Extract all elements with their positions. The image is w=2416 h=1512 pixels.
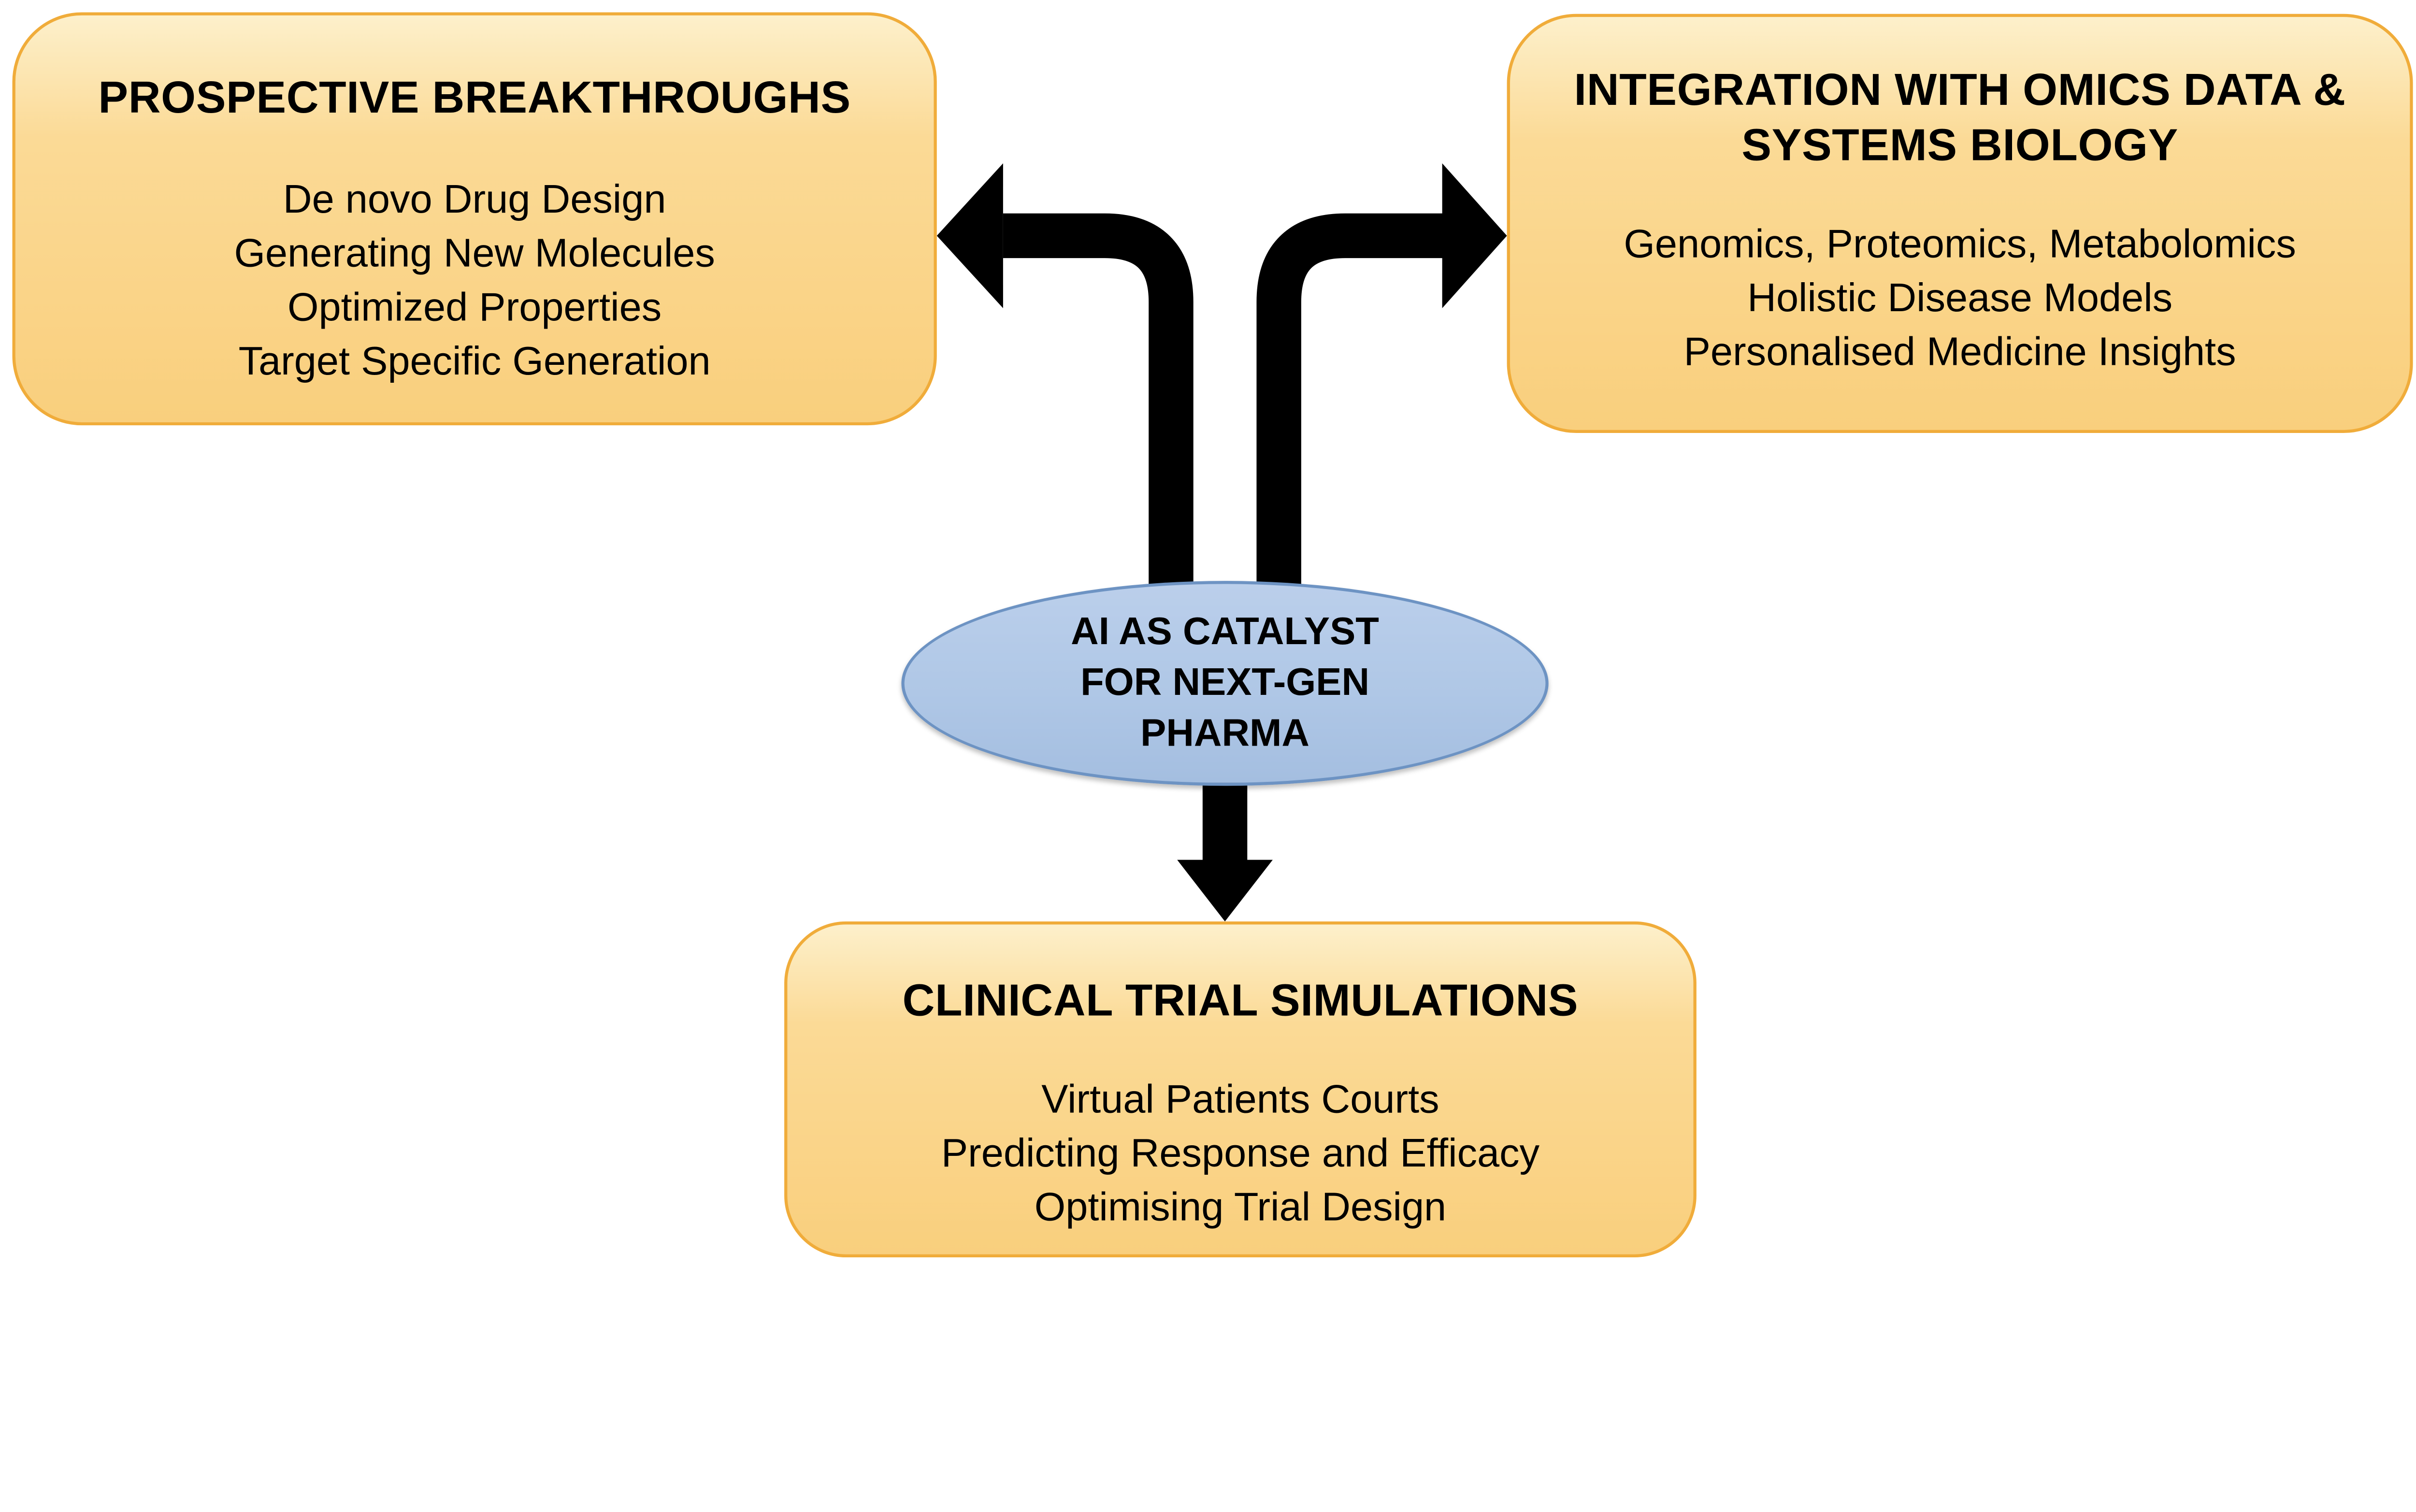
arrow-to-omics-shaft — [1256, 213, 1444, 724]
clinical-item: Optimising Trial Design — [1034, 1183, 1447, 1230]
diagram-canvas: PROSPECTIVE BREAKTHROUGHS De novo Drug D… — [12, 12, 2413, 1258]
prospective-item: Optimized Properties — [288, 283, 662, 330]
omics-title-line: SYSTEMS BIOLOGY — [1741, 121, 2178, 171]
prospective-title: PROSPECTIVE BREAKTHROUGHS — [98, 74, 851, 124]
omics-items: Genomics, Proteomics, Metabolomics Holis… — [1510, 217, 2410, 379]
arrow-to-prospective-icon — [936, 163, 1194, 724]
omics-item: Genomics, Proteomics, Metabolomics — [1624, 220, 2296, 267]
prospective-items: De novo Drug Design Generating New Molec… — [15, 173, 934, 388]
clinical-item: Predicting Response and Efficacy — [941, 1129, 1540, 1176]
omics-title: INTEGRATION WITH OMICS DATA & SYSTEMS BI… — [1510, 63, 2410, 174]
arrow-to-omics-icon — [1256, 163, 1507, 724]
center-ellipse-ai-catalyst: AI AS CATALYST FOR NEXT-GEN PHARMA — [901, 581, 1549, 786]
arrow-to-clinical-head — [1177, 860, 1273, 922]
prospective-item: Generating New Molecules — [234, 230, 715, 276]
arrow-to-prospective-shaft — [1003, 213, 1194, 724]
clinical-title: CLINICAL TRIAL SIMULATIONS — [902, 977, 1579, 1026]
box-prospective-breakthroughs: PROSPECTIVE BREAKTHROUGHS De novo Drug D… — [12, 12, 937, 426]
clinical-items: Virtual Patients Courts Predicting Respo… — [787, 1072, 1693, 1234]
arrow-to-omics-head — [1442, 163, 1507, 308]
prospective-item: Target Specific Generation — [238, 337, 711, 384]
ellipse-title-line: FOR NEXT-GEN — [1080, 661, 1370, 705]
ellipse-title-line: PHARMA — [1140, 712, 1310, 755]
clinical-item: Virtual Patients Courts — [1041, 1075, 1439, 1122]
omics-item: Holistic Disease Models — [1747, 274, 2173, 321]
box-omics-systems-biology: INTEGRATION WITH OMICS DATA & SYSTEMS BI… — [1507, 14, 2413, 433]
box-clinical-trial-simulations: CLINICAL TRIAL SIMULATIONS Virtual Patie… — [784, 921, 1697, 1258]
arrow-to-prospective-head — [936, 163, 1003, 308]
omics-title-line: INTEGRATION WITH OMICS DATA & — [1574, 66, 2346, 116]
prospective-item: De novo Drug Design — [283, 175, 666, 222]
ellipse-title-line: AI AS CATALYST — [1071, 610, 1379, 654]
omics-item: Personalised Medicine Insights — [1683, 328, 2236, 374]
